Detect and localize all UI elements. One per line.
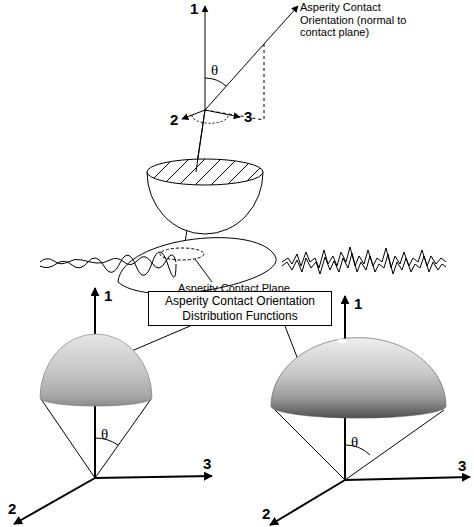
axis-label: 2 (262, 505, 270, 522)
axis-label: 3 (244, 108, 252, 125)
cone-line (95, 399, 151, 478)
dome-highlight (337, 339, 347, 343)
hatch-line (140, 152, 180, 192)
axis-label: 1 (354, 295, 362, 312)
axis-label: 1 (104, 287, 112, 304)
angle-label: θ (351, 434, 358, 451)
axis-1 (205, 6, 206, 110)
asperity-pair (118, 110, 276, 294)
axis-3 (345, 477, 470, 480)
axis-2 (182, 110, 205, 119)
axis-label: 2 (170, 111, 178, 128)
leader-arrows (120, 326, 302, 370)
right-distribution (270, 296, 470, 525)
axis-2 (14, 478, 95, 524)
theta-arc (205, 78, 226, 86)
hatch-line (172, 152, 212, 192)
callout-box: Asperity Contact Orientation Distributio… (148, 291, 332, 326)
cone-line (41, 399, 95, 478)
hatch-line (236, 152, 276, 192)
hatch-line (188, 152, 228, 192)
orientation-vector (205, 6, 298, 110)
surface-profiles (40, 247, 446, 277)
hatch-line (156, 152, 196, 192)
phi-arc (192, 115, 228, 123)
axis-3 (95, 476, 212, 478)
distribution-dome (271, 338, 446, 418)
projection-line (205, 110, 264, 120)
cone-line (275, 410, 345, 480)
axis-3 (205, 110, 240, 117)
orientation-line (196, 110, 205, 172)
projection-line (264, 44, 265, 120)
axis-label: 3 (203, 455, 211, 472)
axis-label: 3 (458, 457, 466, 474)
axis-label: 2 (8, 500, 16, 517)
angle-label: θ (101, 426, 108, 443)
rough-profile (282, 253, 446, 274)
hatching (140, 152, 276, 192)
box-text: Asperity Contact Orientation Distributio… (153, 294, 327, 323)
hatch-line (220, 152, 260, 192)
distribution-dome (40, 334, 152, 406)
leader-line (195, 259, 212, 282)
cone-line (345, 410, 444, 480)
contact-plane (160, 248, 204, 260)
hatch-line (204, 152, 244, 192)
upper-asperity-top (147, 159, 263, 185)
box-content: Asperity Contact Orientation Distributio… (153, 294, 327, 323)
axis-label: 1 (190, 0, 198, 17)
angle-label: θ (211, 62, 218, 79)
smooth-profile (40, 252, 176, 277)
axis-2 (270, 480, 345, 525)
callout-label: Asperity Contact Orientation (normal to … (300, 1, 418, 39)
